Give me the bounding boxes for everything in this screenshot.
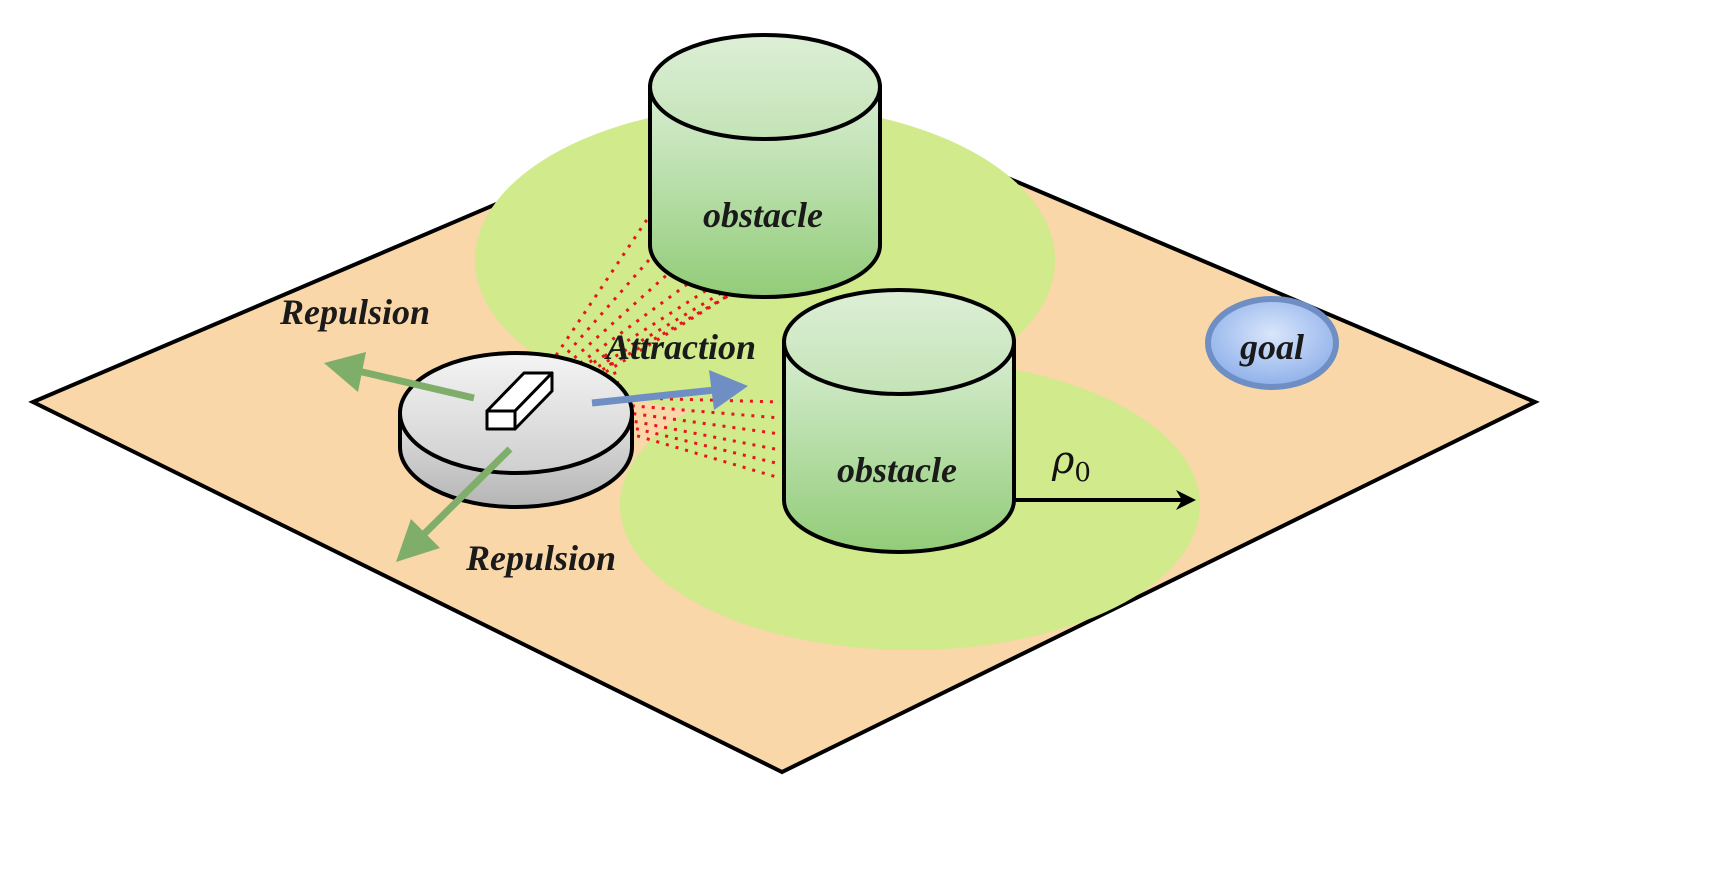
goal-marker (1205, 296, 1339, 390)
rho-subscript: 0 (1074, 458, 1091, 488)
attraction-label: Attraction (604, 327, 756, 367)
repulsion-arrow-upper (324, 352, 475, 402)
obstacle-bottom-cylinder (782, 288, 1016, 554)
goal-label: goal (1239, 327, 1304, 367)
attraction-arrow (591, 370, 748, 410)
obstacle-bottom-label: obstacle (837, 450, 957, 490)
rho0-label: ρ0 (1051, 438, 1091, 488)
obstacle-top-cylinder (648, 33, 882, 299)
sensor-box-icon (485, 371, 554, 431)
obstacle-top-label: obstacle (703, 195, 823, 235)
rho-symbol: ρ (1051, 438, 1075, 482)
repulsion-upper-label: Repulsion (279, 292, 430, 332)
repulsion-arrow-lower (396, 446, 513, 562)
repulsion-lower-label: Repulsion (465, 538, 616, 578)
